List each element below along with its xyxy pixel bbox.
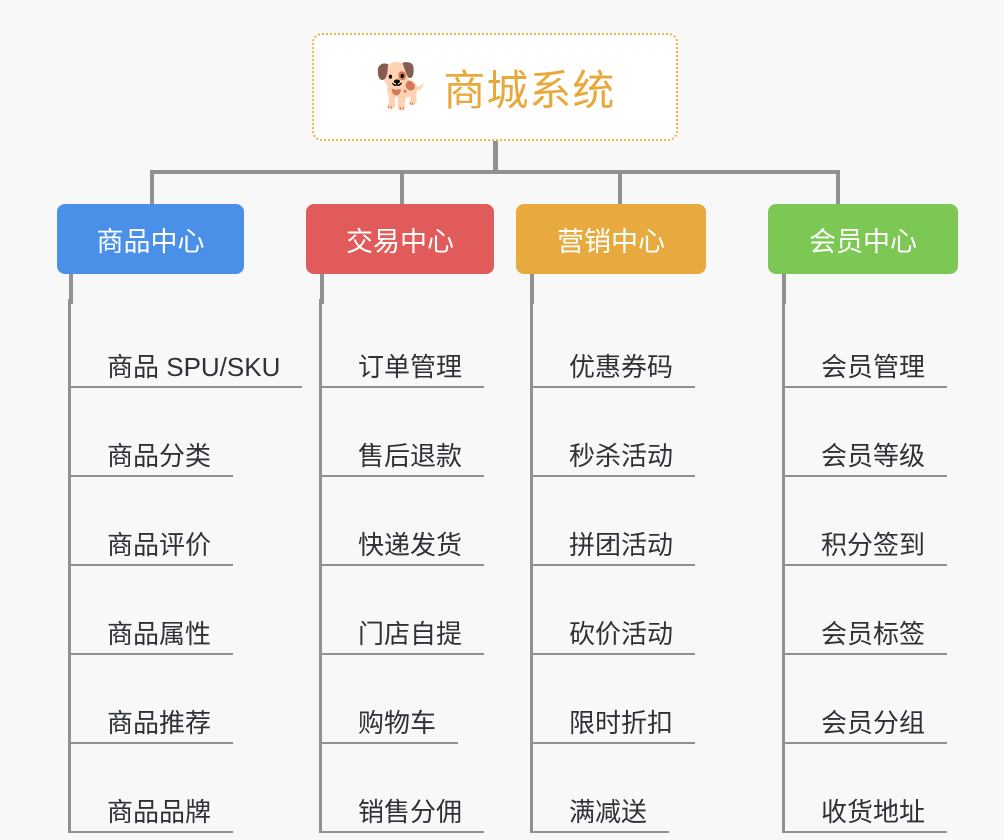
list-item-label: 商品推荐 bbox=[107, 708, 212, 739]
list-item[interactable]: 购物车 bbox=[322, 655, 459, 744]
list-item[interactable]: 会员标签 bbox=[785, 566, 948, 655]
list-item[interactable]: 限时折扣 bbox=[533, 655, 696, 744]
dog-face-icon: 🐕 bbox=[374, 62, 430, 111]
list-item[interactable]: 商品评价 bbox=[71, 477, 234, 566]
list-item[interactable]: 砍价活动 bbox=[533, 566, 696, 655]
category-column-营销中心: 营销中心 优惠券码 秒杀活动 拼团活动 砍价活动 限时折扣 满减送 bbox=[502, 204, 753, 833]
list-item-label: 秒杀活动 bbox=[569, 441, 674, 472]
category-column-交易中心: 交易中心 订单管理 售后退款 快递发货 门店自提 购物车 销售分佣 bbox=[251, 204, 502, 833]
list-item[interactable]: 商品分类 bbox=[71, 388, 234, 477]
list-item-label: 会员分组 bbox=[821, 708, 926, 739]
category-header-label: 交易中心 bbox=[346, 226, 454, 257]
category-column-会员中心: 会员中心 会员管理 会员等级 积分签到 会员标签 会员分组 收货地址 bbox=[753, 204, 1004, 833]
category-header-label: 会员中心 bbox=[809, 226, 917, 257]
list-item-label: 销售分佣 bbox=[358, 797, 463, 828]
list-item-label: 积分签到 bbox=[821, 530, 926, 561]
connector-tail-1 bbox=[69, 274, 73, 304]
list-item-label: 砍价活动 bbox=[569, 619, 674, 650]
list-item-label: 满减送 bbox=[569, 797, 648, 828]
list-item-label: 商品品牌 bbox=[107, 797, 212, 828]
connector-tail-3 bbox=[530, 274, 534, 304]
list-item[interactable]: 优惠券码 bbox=[533, 299, 696, 388]
list-item[interactable]: 销售分佣 bbox=[322, 744, 485, 833]
connector-tail-4 bbox=[782, 274, 786, 304]
root-node-card[interactable]: 🐕 商城系统 bbox=[312, 33, 678, 141]
list-item-label: 购物车 bbox=[358, 708, 437, 739]
list-item[interactable]: 商品属性 bbox=[71, 566, 234, 655]
leaf-rail-4: 会员管理 会员等级 积分签到 会员标签 会员分组 收货地址 bbox=[782, 299, 948, 833]
list-item-label: 快递发货 bbox=[358, 530, 463, 561]
list-item[interactable]: 秒杀活动 bbox=[533, 388, 696, 477]
list-item[interactable]: 收货地址 bbox=[785, 744, 948, 833]
category-header-4[interactable]: 会员中心 bbox=[768, 204, 958, 274]
connector-drop-2 bbox=[400, 170, 404, 208]
list-item-label: 会员标签 bbox=[821, 619, 926, 650]
category-header-label: 营销中心 bbox=[557, 226, 665, 257]
connector-bus-horizontal bbox=[150, 170, 840, 174]
list-item-label: 会员等级 bbox=[821, 441, 926, 472]
list-item-label: 优惠券码 bbox=[569, 352, 674, 383]
category-header-2[interactable]: 交易中心 bbox=[306, 204, 494, 274]
list-item-label: 商品评价 bbox=[107, 530, 212, 561]
leaf-rail-2: 订单管理 售后退款 快递发货 门店自提 购物车 销售分佣 bbox=[319, 299, 485, 833]
root-node-title: 商城系统 bbox=[443, 66, 616, 114]
list-item-label: 收货地址 bbox=[821, 797, 926, 828]
list-item[interactable]: 会员等级 bbox=[785, 388, 948, 477]
list-item[interactable]: 门店自提 bbox=[322, 566, 485, 655]
list-item-label: 会员管理 bbox=[821, 352, 926, 383]
list-item-label: 售后退款 bbox=[358, 441, 463, 472]
list-item-label: 拼团活动 bbox=[569, 530, 674, 561]
list-item-label: 商品 SPU/SKU bbox=[107, 352, 281, 383]
list-item-label: 订单管理 bbox=[358, 352, 463, 383]
list-item-label: 门店自提 bbox=[358, 619, 463, 650]
list-item[interactable]: 订单管理 bbox=[322, 299, 485, 388]
list-item[interactable]: 积分签到 bbox=[785, 477, 948, 566]
list-item-label: 限时折扣 bbox=[569, 708, 674, 739]
list-item[interactable]: 会员管理 bbox=[785, 299, 948, 388]
list-item-label: 商品分类 bbox=[107, 441, 212, 472]
connector-drop-3 bbox=[618, 170, 622, 208]
connector-drop-1 bbox=[150, 170, 154, 208]
list-item-label: 商品属性 bbox=[107, 619, 212, 650]
category-header-3[interactable]: 营销中心 bbox=[516, 204, 706, 274]
category-header-1[interactable]: 商品中心 bbox=[57, 204, 244, 274]
connector-drop-4 bbox=[836, 170, 840, 208]
list-item[interactable]: 商品品牌 bbox=[71, 744, 234, 833]
category-column-商品中心: 商品中心 商品 SPU/SKU 商品分类 商品评价 商品属性 商品推荐 商品品牌 bbox=[0, 204, 303, 833]
connector-tail-2 bbox=[320, 274, 324, 304]
leaf-rail-1: 商品 SPU/SKU 商品分类 商品评价 商品属性 商品推荐 商品品牌 bbox=[68, 299, 303, 833]
list-item[interactable]: 快递发货 bbox=[322, 477, 485, 566]
category-columns: 商品中心 商品 SPU/SKU 商品分类 商品评价 商品属性 商品推荐 商品品牌 bbox=[0, 204, 1004, 833]
leaf-rail-3: 优惠券码 秒杀活动 拼团活动 砍价活动 限时折扣 满减送 bbox=[530, 299, 696, 833]
list-item[interactable]: 拼团活动 bbox=[533, 477, 696, 566]
list-item[interactable]: 商品推荐 bbox=[71, 655, 234, 744]
category-header-label: 商品中心 bbox=[96, 226, 205, 257]
list-item[interactable]: 售后退款 bbox=[322, 388, 485, 477]
list-item[interactable]: 商品 SPU/SKU bbox=[71, 299, 303, 388]
list-item[interactable]: 会员分组 bbox=[785, 655, 948, 744]
connector-stem-vertical bbox=[493, 141, 498, 174]
list-item[interactable]: 满减送 bbox=[533, 744, 670, 833]
